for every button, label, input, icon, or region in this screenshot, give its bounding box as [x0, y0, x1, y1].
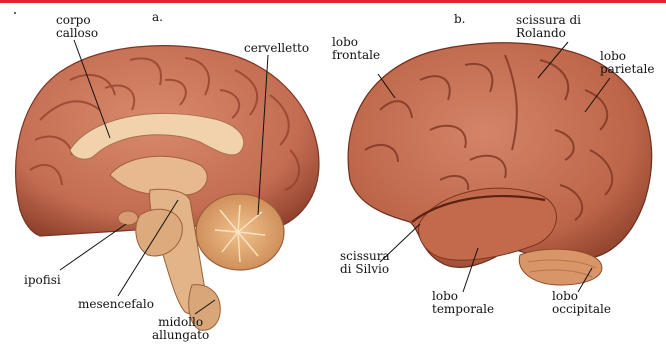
label-lobo-frontale-line2: frontale — [332, 49, 380, 62]
label-rolando-line2: Rolando — [516, 27, 581, 40]
label-silvio-line2: di Silvio — [340, 263, 390, 276]
label-lobo-frontale: lobo frontale — [332, 36, 380, 62]
brain-sagittal — [16, 46, 319, 331]
label-scissura-di-rolando: scissura di Rolando — [516, 14, 581, 40]
label-ipofisi: ipofisi — [24, 274, 61, 287]
label-corpo-calloso-line2: calloso — [56, 27, 98, 40]
label-midollo-line2: allungato — [152, 329, 209, 342]
pituitary — [118, 211, 138, 225]
label-lobo-occipitale-line2: occipitale — [552, 303, 611, 316]
label-scissura-di-silvio: scissura di Silvio — [340, 250, 390, 276]
label-corpo-calloso: corpo calloso — [56, 14, 98, 40]
label-mesencefalo: mesencefalo — [78, 298, 154, 311]
label-lobo-parietale: lobo parietale — [600, 50, 654, 76]
label-lobo-temporale-line2: temporale — [432, 303, 494, 316]
panel-letter-b: b. — [454, 12, 466, 26]
cerebellum-lateral — [519, 249, 602, 285]
label-midollo-allungato: midollo allungato — [152, 316, 209, 342]
panel-letter-a: a. — [152, 10, 163, 24]
label-cervelletto: cervelletto — [244, 42, 309, 55]
label-lobo-occipitale: lobo occipitale — [552, 290, 611, 316]
label-lobo-parietale-line2: parietale — [600, 63, 654, 76]
label-lobo-temporale: lobo temporale — [432, 290, 494, 316]
